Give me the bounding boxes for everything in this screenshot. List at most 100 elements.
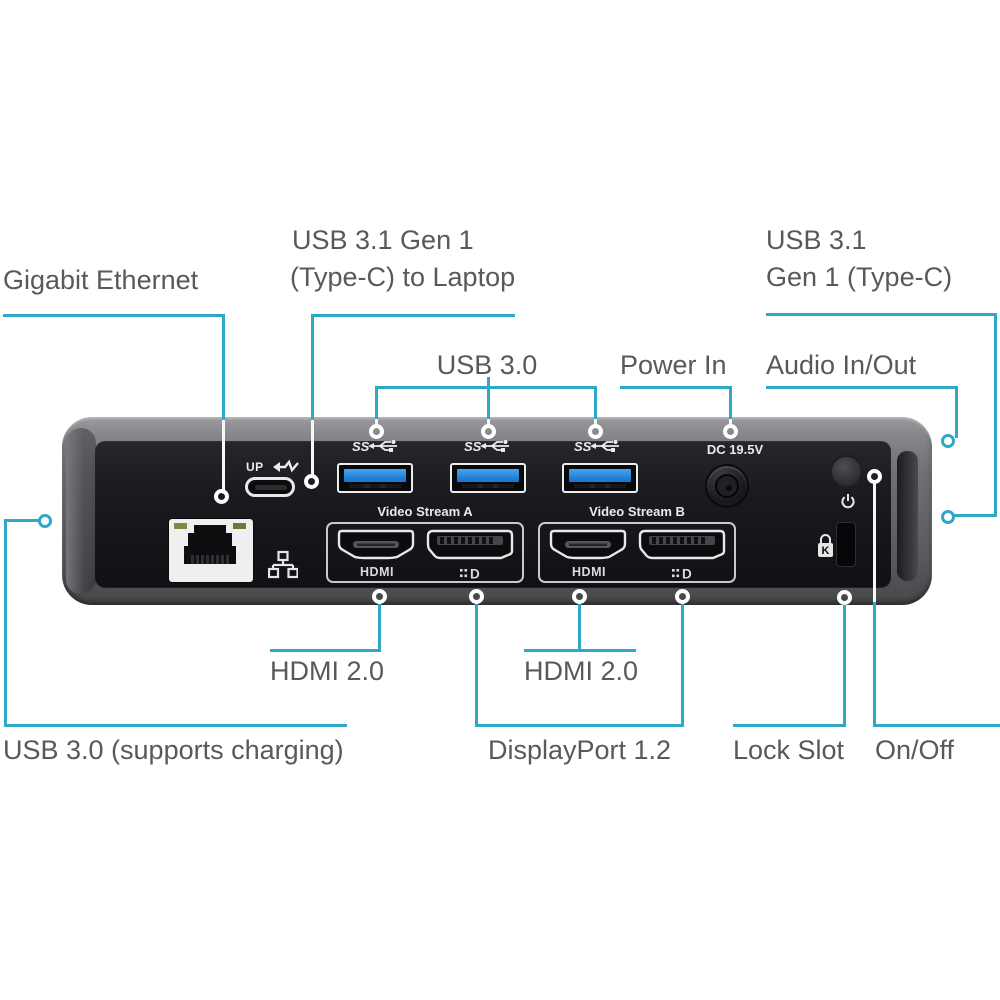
- svg-text:SS: SS: [464, 439, 482, 454]
- lock-slot-callout-dot: [837, 590, 852, 605]
- usb-a-port-3: [562, 463, 638, 493]
- lock-slot-leader-v: [843, 604, 846, 727]
- power-in-leader-v: [729, 386, 732, 428]
- audio-callout-dot: [941, 434, 955, 448]
- usb30-drop-1-white: [375, 419, 378, 426]
- superspeed-usb-icon: SS: [464, 439, 509, 454]
- usbc-up-label: UP: [246, 460, 264, 474]
- usb30-bracket: [375, 386, 597, 389]
- network-lan-icon: [268, 550, 298, 579]
- gigabit-ethernet-leader-v: [222, 314, 225, 494]
- hdmi-a-leader-v: [378, 603, 381, 651]
- hdmi-label-a: HDMI: [360, 565, 394, 579]
- svg-text:D: D: [470, 567, 480, 582]
- label-audio-in-out: Audio In/Out: [766, 350, 917, 380]
- usb-charging-leader-v: [4, 519, 7, 727]
- label-gigabit-ethernet: Gigabit Ethernet: [3, 265, 199, 295]
- power-in-callout-dot: [723, 424, 738, 439]
- onoff-leader-white: [873, 482, 876, 602]
- hdmi-b-callout-dot: [572, 589, 587, 604]
- usb30-leader-tick: [487, 377, 490, 388]
- dp-a-callout-dot: [469, 589, 484, 604]
- dc-voltage-label: DC 19.5V: [706, 442, 764, 457]
- gigabit-ethernet-leader-white: [222, 420, 225, 491]
- label-lock-slot: Lock Slot: [733, 735, 845, 765]
- superspeed-usb-icon: SS: [574, 439, 619, 454]
- usbc-right-leader-h: [952, 514, 997, 517]
- label-usbc-laptop-line2: (Type-C) to Laptop: [290, 262, 516, 292]
- label-usb30-charging: USB 3.0 (supports charging): [3, 735, 344, 765]
- hdmi-b-leader-v: [578, 603, 581, 650]
- dock-right-groove: [897, 451, 918, 581]
- rj45-connector-icon: [174, 523, 246, 564]
- hdmi-a-callout-dot: [372, 589, 387, 604]
- power-in-leader-white: [729, 419, 732, 426]
- lock-slot-leader-h: [733, 724, 846, 727]
- usb1-callout-dot: [369, 424, 384, 439]
- svg-text:SS: SS: [574, 439, 592, 454]
- label-usbc-laptop-line1: USB 3.1 Gen 1: [292, 225, 474, 255]
- usbc-right-leader-v: [994, 313, 997, 517]
- usb30-drop-2-white: [487, 419, 490, 426]
- superspeed-usb-icon: SS: [352, 439, 397, 454]
- label-usb30: USB 3.0: [436, 350, 538, 380]
- video-stream-b-group: [538, 522, 736, 583]
- displayport-bracket: [475, 724, 684, 727]
- displayport-leader-v1: [475, 603, 478, 727]
- usb3-callout-dot: [588, 424, 603, 439]
- usbc-laptop-callout-dot: [304, 474, 319, 489]
- dc-power-jack: [705, 464, 749, 508]
- power-in-leader: [620, 386, 732, 389]
- ethernet-port: [168, 518, 254, 583]
- usb-charging-leader-h2: [4, 724, 347, 727]
- usbc-port: [245, 477, 295, 497]
- label-power-in: Power In: [620, 350, 727, 380]
- power-button: [830, 455, 863, 488]
- video-stream-a-group: [326, 522, 524, 583]
- ethernet-callout-dot: [214, 489, 229, 504]
- label-hdmi-a: HDMI 2.0: [270, 656, 385, 686]
- hdmi-port-b: [549, 529, 627, 560]
- hdmi-b-leader-h: [524, 649, 636, 652]
- usb30-drop-2: [487, 386, 490, 428]
- usb30-drop-3: [594, 386, 597, 428]
- video-stream-b-title: Video Stream B: [589, 504, 685, 519]
- usbc-laptop-leader: [311, 314, 515, 317]
- video-stream-a-title: Video Stream A: [377, 504, 473, 519]
- usb-charging-leader-h1: [4, 519, 40, 522]
- usb-a-port-1: [337, 463, 413, 493]
- displayport-port-b: [638, 529, 726, 560]
- dock-left-edge: [66, 428, 96, 594]
- onoff-leader-h: [873, 724, 1000, 727]
- displayport-leader-v2: [681, 603, 684, 727]
- usbc-right-leader: [766, 313, 997, 316]
- charging-arrow-icon: [273, 459, 299, 473]
- dp-b-callout-dot: [675, 589, 690, 604]
- svg-text:K: K: [822, 545, 830, 557]
- power-symbol-icon: [841, 494, 855, 509]
- usbc-right-callout-dot: [941, 510, 955, 524]
- usb2-callout-dot: [481, 424, 496, 439]
- gigabit-ethernet-leader: [3, 314, 225, 317]
- label-hdmi-b: HDMI 2.0: [524, 656, 639, 686]
- displayport-port-a: [426, 529, 514, 560]
- hdmi-a-leader-h: [270, 649, 381, 652]
- svg-text:D: D: [682, 567, 692, 582]
- usb30-drop-1: [375, 386, 378, 428]
- label-usbc-right-line2: Gen 1 (Type-C): [766, 262, 953, 292]
- audio-leader: [766, 386, 958, 389]
- onoff-leader-v: [873, 600, 876, 727]
- usbc-laptop-leader-v: [311, 314, 314, 478]
- displayport-logo-b: D: [672, 567, 692, 582]
- onoff-callout-dot: [867, 469, 882, 484]
- hdmi-label-b: HDMI: [572, 565, 606, 579]
- audio-leader-v: [955, 386, 958, 438]
- lock-slot-opening: [836, 522, 856, 567]
- ss-label: SS: [352, 439, 370, 454]
- usb-charging-callout-dot: [38, 514, 52, 528]
- usbc-laptop-leader-white: [311, 420, 314, 475]
- usb-a-port-2: [450, 463, 526, 493]
- label-usbc-right-line1: USB 3.1: [766, 225, 867, 255]
- label-on-off: On/Off: [875, 735, 955, 765]
